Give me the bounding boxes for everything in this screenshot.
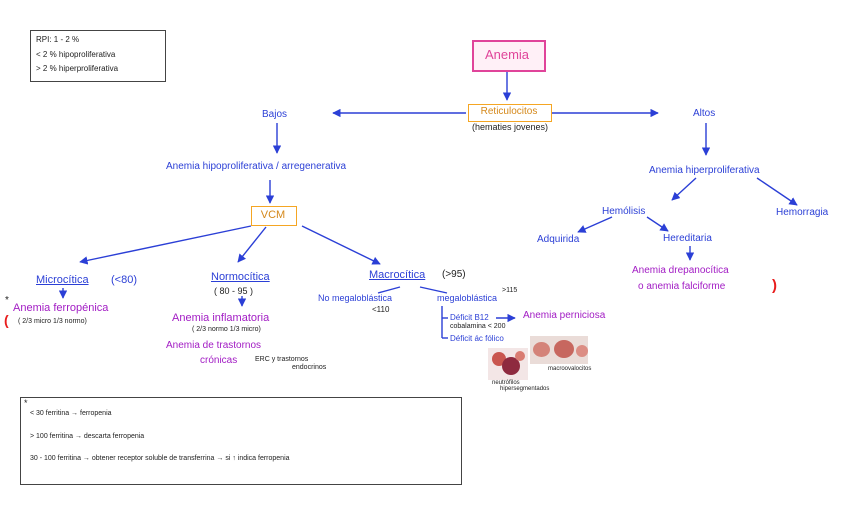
hereditaria-label: Hereditaria — [663, 233, 712, 244]
normocitica-range: ( 80 - 95 ) — [214, 286, 254, 296]
star-marker: * — [5, 295, 9, 306]
rpi-box — [30, 30, 166, 82]
deficit-b12-label: Déficit B12 — [450, 313, 489, 322]
erc-line-1: ERC y trastornos — [255, 356, 309, 363]
anemia-trastornos-label: Anemia de trastornos — [166, 340, 262, 351]
red-bracket-icon: ( — [4, 312, 9, 328]
normo-note: ( 2/3 normo 1/3 micro) — [192, 326, 261, 333]
megaloblastica-label: megaloblástica — [437, 293, 498, 303]
cobalamina-note: cobalamina < 200 — [450, 323, 506, 330]
microcitica-range: (<80) — [111, 274, 137, 286]
ferritin-line-2: > 100 ferritina → descarta ferropenia — [30, 433, 145, 440]
adquirida-label: Adquirida — [537, 234, 580, 245]
normocitica-label: Normocítica — [211, 271, 270, 283]
anemia-perniciosa-label: Anemia perniciosa — [523, 310, 606, 321]
ferritin-star: * — [24, 398, 28, 408]
vcm-box — [251, 206, 297, 226]
microcitica-label: Microcítica — [36, 274, 89, 286]
vcm-label: VCM — [260, 209, 286, 221]
anemia-falciforme-label: o anemia falciforme — [638, 281, 726, 292]
neutrofilos-label-2: hipersegmentados — [500, 386, 550, 392]
ferritin-line-1: < 30 ferritina → ferropenia — [30, 410, 112, 417]
hipoproliferativa-label: Anemia hipoproliferativa / arregenerativ… — [166, 161, 347, 172]
deficit-folico-label: Déficit ác fólico — [450, 334, 504, 343]
macroovalocitos-image — [530, 336, 588, 364]
micro-note: ( 2/3 micro 1/3 normo) — [18, 318, 87, 325]
macro-gt-115: >115 — [502, 287, 518, 294]
reticulocitos-label: Reticulocitos — [480, 106, 538, 117]
ferritin-box — [20, 397, 462, 485]
macroovalocitos-label: macroovalocitos — [548, 366, 592, 372]
neutrofilos-label-1: neutrófilos — [492, 380, 520, 386]
anemia-ferropenica-label: Anemia ferropénica — [13, 302, 109, 314]
no-megaloblastica-label: No megaloblástica — [318, 293, 393, 303]
ferritin-line-3: 30 - 100 ferritina → obtener receptor so… — [30, 455, 290, 462]
macrocitica-label: Macrocítica — [369, 269, 426, 281]
rpi-line-3: > 2 % hiperproliferativa — [36, 64, 119, 73]
macrocitica-range: (>95) — [442, 269, 466, 280]
anemia-root-box — [472, 40, 546, 72]
hemorragia-label: Hemorragia — [776, 207, 829, 218]
rpi-line-1: RPI: 1 - 2 % — [36, 35, 80, 44]
reticulocitos-sub: (hematies jovenes) — [472, 122, 549, 132]
anemia-inflamatoria-label: Anemia inflamatoria — [172, 312, 270, 324]
red-bracket-close-icon: ) — [772, 277, 777, 294]
anemia-drepanocitica-label: Anemia drepanocítica — [632, 265, 729, 276]
bajos-label: Bajos — [262, 109, 288, 120]
hemolisis-label: Hemólisis — [602, 206, 646, 217]
anemia-root-label: Anemia — [484, 47, 530, 62]
rpi-line-2: < 2 % hipoproliferativa — [36, 50, 116, 59]
no-megaloblastica-value: <110 — [372, 305, 390, 314]
hiperproliferativa-label: Anemia hiperproliferativa — [649, 165, 760, 176]
reticulocitos-box — [468, 104, 552, 122]
anemia-trastornos-sub: crónicas — [200, 355, 238, 366]
erc-line-2: endocrinos — [292, 364, 327, 371]
altos-label: Altos — [693, 108, 716, 119]
neutrophil-image — [488, 348, 528, 380]
